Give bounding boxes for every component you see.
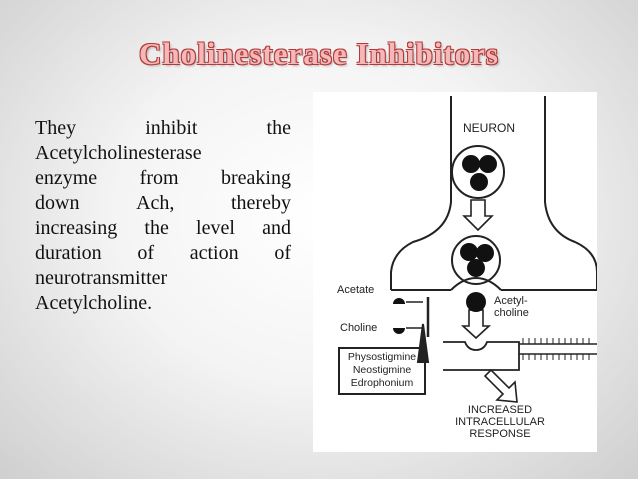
ach-dot <box>467 259 485 277</box>
body-word: They <box>35 117 77 139</box>
ach-dot <box>462 155 480 173</box>
body-word: the <box>266 117 291 139</box>
release-arrow <box>462 199 494 232</box>
acetate-half <box>393 298 405 304</box>
receptor <box>443 341 520 371</box>
body-word: increasing <box>35 217 118 239</box>
ach-dot <box>466 292 486 312</box>
body-word: down <box>35 192 80 214</box>
body-word: of <box>274 242 291 264</box>
ach-dots <box>393 155 497 334</box>
body-line: neurotransmitter <box>35 266 291 291</box>
body-line: increasing the level and <box>35 216 291 241</box>
binding-arrow <box>460 309 492 340</box>
release-site <box>450 276 502 291</box>
ach-dot <box>479 155 497 173</box>
membrane <box>519 343 597 355</box>
body-word: duration <box>35 242 102 264</box>
body-word: of <box>137 242 155 264</box>
vesicle-upper <box>451 145 505 199</box>
choline-label: Choline <box>340 322 378 334</box>
body-word: neurotransmitter <box>35 267 168 289</box>
body-line: They inhibit the <box>35 116 291 141</box>
vesicle-lower <box>451 235 501 285</box>
body-word: and <box>262 217 291 239</box>
body-word: Acetylcholinesterase <box>35 142 202 164</box>
neuron-left-wall <box>390 96 452 290</box>
body-line: down Ach, thereby <box>35 191 291 216</box>
drug-list: Physostigmine Neostigmine Edrophonium <box>347 351 417 389</box>
lipid-bilayer <box>522 338 590 360</box>
body-word: thereby <box>231 192 291 214</box>
ach-dot <box>476 244 494 262</box>
body-word: inhibit <box>145 117 198 139</box>
acetylcholine-label: Acetyl- choline <box>494 295 529 319</box>
synapse-diagram: NEURON Acetate Acetyl- choline Choline P… <box>313 92 597 452</box>
body-line: Acetylcholine. <box>35 291 291 316</box>
slide-title: Cholinesterase Inhibitors <box>139 36 499 71</box>
neuron-right-wall <box>544 96 597 290</box>
response-arrow <box>483 368 518 403</box>
choline-half <box>393 328 405 334</box>
body-word: the <box>144 217 169 239</box>
ach-dot <box>460 243 478 261</box>
response-label: INCREASED INTRACELLULAR RESPONSE <box>455 404 545 440</box>
body-word: level <box>196 217 235 239</box>
body-word: breaking <box>221 167 291 189</box>
body-line: duration of action of <box>35 241 291 266</box>
ach-dot <box>470 173 488 191</box>
drug-box <box>338 347 426 395</box>
body-line: Acetylcholinesterase <box>35 141 291 166</box>
body-word: action <box>189 242 239 264</box>
body-word: enzyme <box>35 167 98 189</box>
acetate-label: Acetate <box>337 284 375 296</box>
body-word: from <box>139 167 179 189</box>
neuron-label: NEURON <box>463 121 516 135</box>
body-line: enzyme from breaking <box>35 166 291 191</box>
body-word: Ach, <box>136 192 175 214</box>
synapse-drawing <box>338 96 597 403</box>
body-word: Acetylcholine. <box>35 292 153 314</box>
